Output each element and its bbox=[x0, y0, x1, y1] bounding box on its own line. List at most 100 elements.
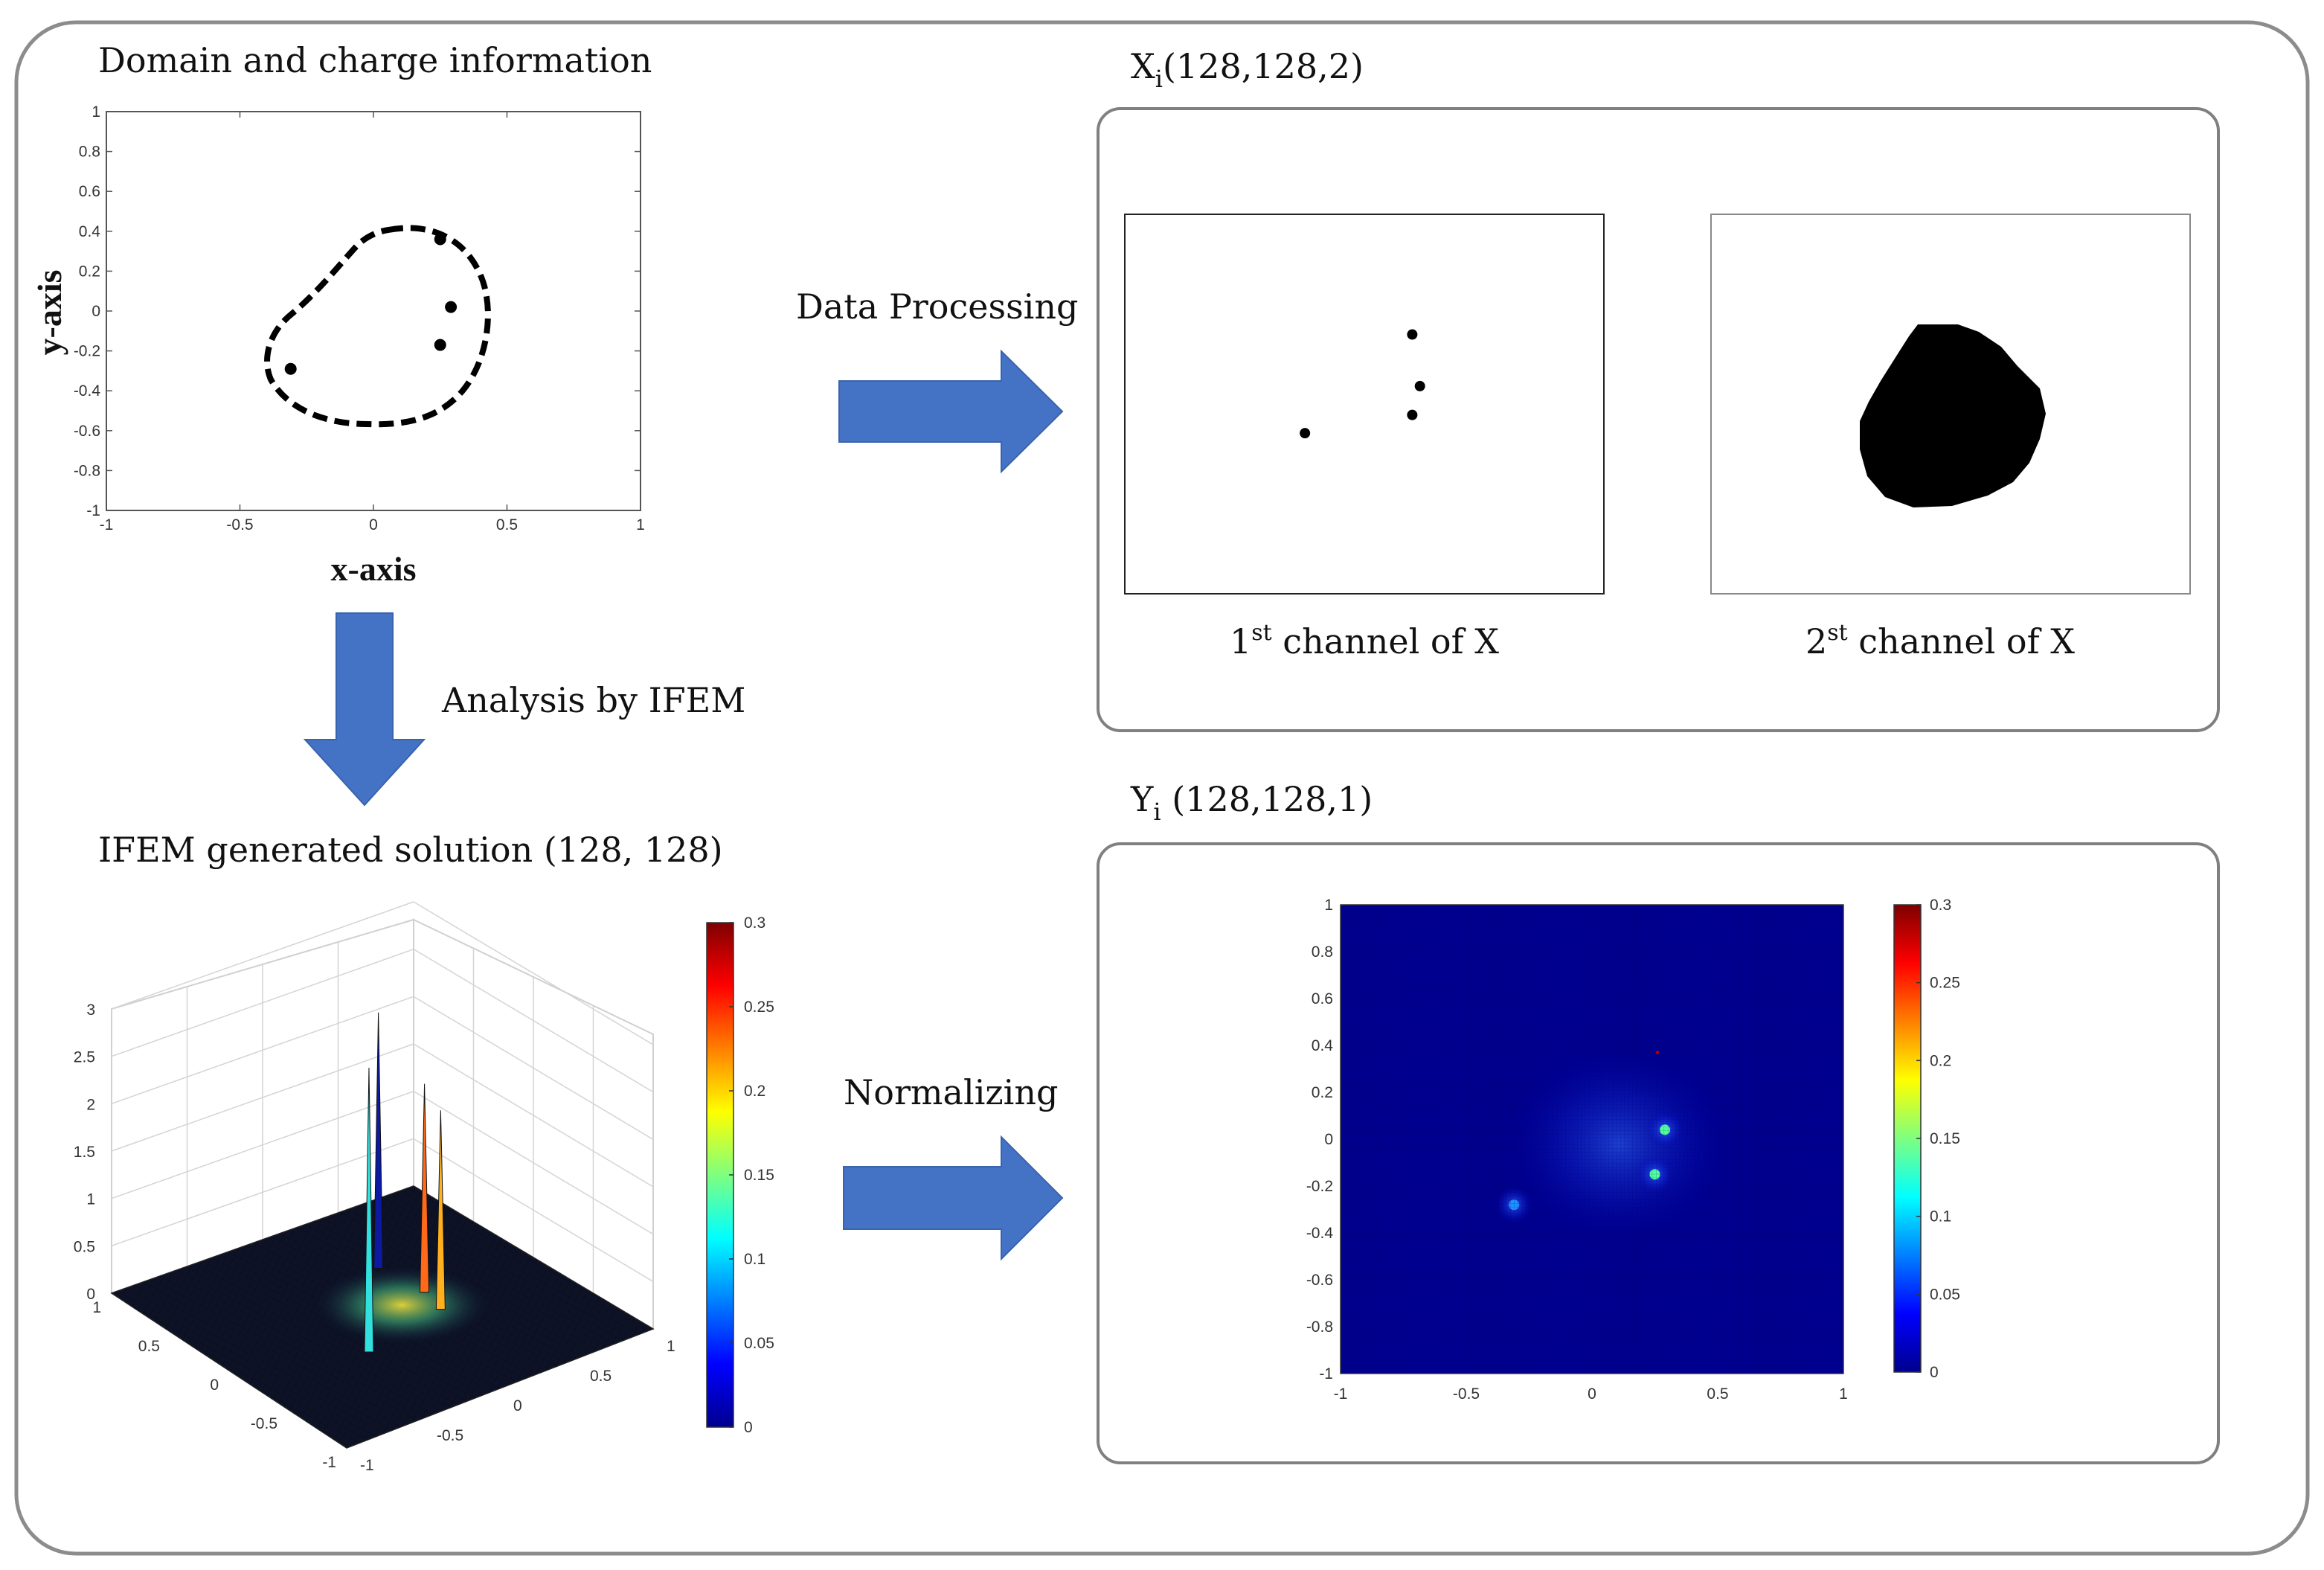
channel-2-caption: 2st channel of X bbox=[1805, 620, 2075, 661]
surface-colorbar-ticks: 0.3 0.25 0.2 0.15 0.1 0.05 0 bbox=[729, 914, 774, 1436]
heatmap-ticks: -1 -0.5 0 0.5 1 1 0.8 0.6 0.4 0.2 0 -0.2 -0.4 -0.6 -0.… bbox=[1306, 897, 1848, 1403]
channel-2-mask bbox=[1860, 324, 2046, 507]
charge-point bbox=[434, 339, 446, 351]
heatmap-cbar-ticklabel: 0.1 bbox=[1930, 1208, 1951, 1225]
x-panel-title: Xi(128,128,2) bbox=[1131, 46, 1364, 93]
surface-peak bbox=[364, 1067, 374, 1353]
heatmap-ytick-label: -0.8 bbox=[1306, 1319, 1333, 1336]
heatmap-xtick-label: 0.5 bbox=[1707, 1385, 1728, 1403]
heatmap-cbar-ticklabel: 0.3 bbox=[1930, 897, 1951, 914]
domain-xtick-label: -1 bbox=[100, 516, 114, 534]
y-title-dims: (128,128,1) bbox=[1161, 779, 1373, 819]
heatmap-ytick-label: 0.8 bbox=[1312, 943, 1333, 961]
surface-peak bbox=[435, 1110, 446, 1310]
domain-xtick-label: 0 bbox=[369, 516, 378, 534]
channel-1-charge-dot bbox=[1300, 428, 1311, 439]
analysis-arrow bbox=[303, 612, 426, 807]
surface-ztick-label: 2 bbox=[86, 1096, 95, 1113]
charge-point bbox=[445, 301, 458, 313]
channel-1-caption: 1st channel of X bbox=[1230, 620, 1499, 661]
domain-ytick-label: 0.6 bbox=[79, 183, 100, 200]
surface-ztick-label: 0.5 bbox=[74, 1238, 95, 1255]
domain-xtick-label: 1 bbox=[636, 516, 645, 534]
y-title-sub: i bbox=[1153, 798, 1161, 826]
heatmap-xtick-label: 0 bbox=[1588, 1385, 1596, 1403]
surface-ztick-label: 1.5 bbox=[74, 1144, 95, 1161]
ch2-num: 2 bbox=[1805, 621, 1827, 661]
heatmap-cbar-ticklabel: 0.25 bbox=[1930, 975, 1960, 992]
surface-bump bbox=[314, 1266, 489, 1344]
x-title-sub: i bbox=[1155, 65, 1163, 93]
heatmap-xtick-label: -0.5 bbox=[1453, 1385, 1480, 1403]
heatmap-pixel-grid bbox=[1341, 905, 1843, 1374]
channel-1-charge-dot bbox=[1407, 409, 1418, 420]
surface-ytick-label: 0 bbox=[513, 1397, 522, 1414]
ch1-rest: channel of X bbox=[1272, 621, 1500, 661]
charge-point bbox=[284, 362, 297, 375]
domain-ytick-label: -1 bbox=[86, 502, 100, 519]
x-title-base: X bbox=[1131, 46, 1155, 86]
surface-xtick-label: 0.5 bbox=[138, 1338, 160, 1355]
normalizing-arrow bbox=[843, 1135, 1064, 1261]
heatmap-ytick-label: 1 bbox=[1324, 897, 1333, 914]
ch1-sup: st bbox=[1251, 620, 1271, 646]
surface-ztick-label: 3 bbox=[86, 1002, 95, 1019]
domain-boundary bbox=[264, 225, 491, 428]
heatmap-ytick-label: 0.6 bbox=[1312, 990, 1333, 1007]
heatmap-cbar-ticklabel: 0.05 bbox=[1930, 1286, 1960, 1303]
ch2-rest: channel of X bbox=[1848, 621, 2076, 661]
ch2-sup: st bbox=[1827, 620, 1847, 646]
domain-ytick-label: 1 bbox=[92, 103, 100, 121]
domain-charges bbox=[284, 233, 458, 375]
heatmap-cbar-ticklabel: 0.15 bbox=[1930, 1130, 1960, 1147]
domain-ytick-label: -0.6 bbox=[74, 423, 100, 440]
heatmap-cbar-ticklabel: 0 bbox=[1930, 1364, 1939, 1381]
surface-cbar-ticklabel: 0.15 bbox=[744, 1167, 774, 1184]
domain-ytick-label: -0.4 bbox=[74, 382, 101, 400]
domain-ytick-label: 0 bbox=[92, 303, 100, 320]
heatmap-ytick-label: 0.2 bbox=[1312, 1084, 1333, 1101]
channel-1-image bbox=[1124, 214, 1605, 595]
domain-ytick-label: -0.2 bbox=[74, 343, 100, 360]
surface-cbar-ticklabel: 0 bbox=[744, 1419, 753, 1436]
ch1-num: 1 bbox=[1230, 621, 1251, 661]
heatmap-xtick-label: -1 bbox=[1334, 1385, 1348, 1403]
surface-xtick-label: -0.5 bbox=[251, 1415, 277, 1432]
ifem-solution-title: IFEM generated solution (128, 128) bbox=[98, 830, 723, 870]
surface-cbar-ticklabel: 0.25 bbox=[744, 999, 774, 1016]
heatmap-xtick-label: 1 bbox=[1839, 1385, 1848, 1403]
heatmap-ytick-label: -0.6 bbox=[1306, 1272, 1333, 1289]
domain-ytick-label: 0.2 bbox=[79, 263, 100, 280]
heatmap-ytick-label: -0.4 bbox=[1306, 1225, 1334, 1242]
domain-title: Domain and charge information bbox=[98, 40, 652, 80]
heatmap-cbar-ticklabel: 0.2 bbox=[1930, 1052, 1951, 1069]
surface-xtick-label: -1 bbox=[322, 1454, 336, 1471]
heatmap-ytick-label: -0.2 bbox=[1306, 1178, 1333, 1195]
domain-ylabel: y-axis bbox=[31, 270, 68, 356]
surface-ytick-label: 0.5 bbox=[590, 1368, 612, 1385]
data-processing-label: Data Processing bbox=[796, 286, 1078, 327]
channel-1-charge-dot bbox=[1407, 329, 1418, 340]
heatmap-ytick-label: 0 bbox=[1324, 1131, 1333, 1148]
surface-gridlines bbox=[111, 901, 654, 1330]
domain-xtick-label: 0.5 bbox=[496, 516, 518, 534]
surface-cbar-ticklabel: 0.05 bbox=[744, 1335, 774, 1352]
surface-cbar-ticklabel: 0.2 bbox=[744, 1083, 765, 1100]
surface-ytick-label: -1 bbox=[360, 1457, 374, 1474]
channel-1-frame bbox=[1124, 214, 1605, 595]
channel-2-image bbox=[1710, 214, 2191, 595]
surface-ytick-label: -0.5 bbox=[437, 1427, 463, 1444]
heatmap-frame bbox=[1340, 904, 1844, 1374]
domain-ytick-label: 0.4 bbox=[79, 223, 101, 240]
surface-ztick-label: 1 bbox=[86, 1191, 95, 1208]
surface-ztick-label: 0 bbox=[86, 1286, 95, 1303]
surface-cbar-ticklabel: 0.1 bbox=[744, 1251, 765, 1268]
heatmap-ytick-label: 0.4 bbox=[1312, 1037, 1334, 1054]
x-title-dims: (128,128,2) bbox=[1163, 46, 1364, 86]
surface-ytick-label: 1 bbox=[667, 1338, 675, 1355]
data-processing-arrow bbox=[838, 349, 1064, 474]
surface-cbar-ticklabel: 0.3 bbox=[744, 914, 765, 932]
